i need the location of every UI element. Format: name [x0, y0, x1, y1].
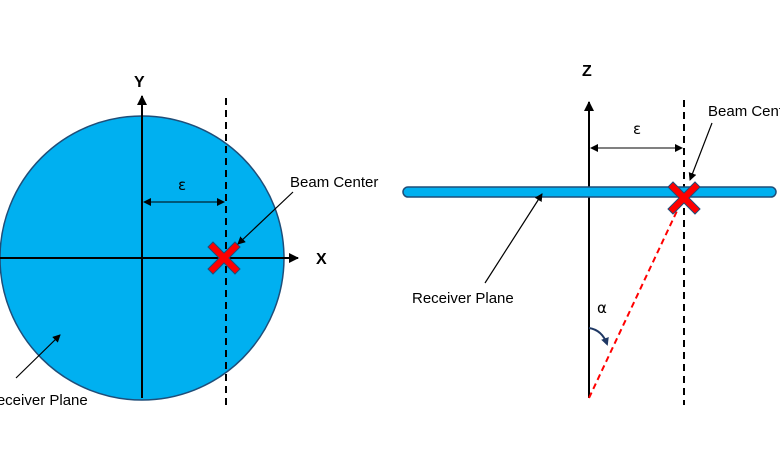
beam-center-label: Beam Center	[708, 103, 780, 120]
beam-center-marker	[667, 181, 701, 215]
left-view: X Y ε Beam Center Receiver Plane	[0, 74, 378, 409]
alpha-angle-arc	[588, 327, 609, 346]
beam-center-label: Beam Center	[290, 174, 378, 191]
y-axis-label: Y	[134, 74, 145, 91]
epsilon-label: ε	[633, 120, 641, 138]
receiver-plane-pointer	[15, 334, 61, 379]
beam-center-marker	[207, 241, 241, 275]
epsilon-label: ε	[178, 176, 186, 194]
receiver-plane-pointer	[484, 193, 543, 284]
receiver-plane-edge	[402, 186, 777, 198]
right-view: Z ε α Beam Center Receiver Plane	[402, 63, 780, 405]
receiver-plane-label: Receiver Plane	[0, 392, 88, 409]
alpha-label: α	[597, 299, 607, 317]
incident-ray	[588, 195, 685, 399]
receiver-plane-label: Receiver Plane	[412, 290, 514, 307]
beam-center-pointer	[688, 122, 713, 181]
x-axis-label: X	[316, 251, 327, 268]
beam-center-pointer	[237, 191, 294, 245]
z-axis-label: Z	[582, 63, 592, 80]
